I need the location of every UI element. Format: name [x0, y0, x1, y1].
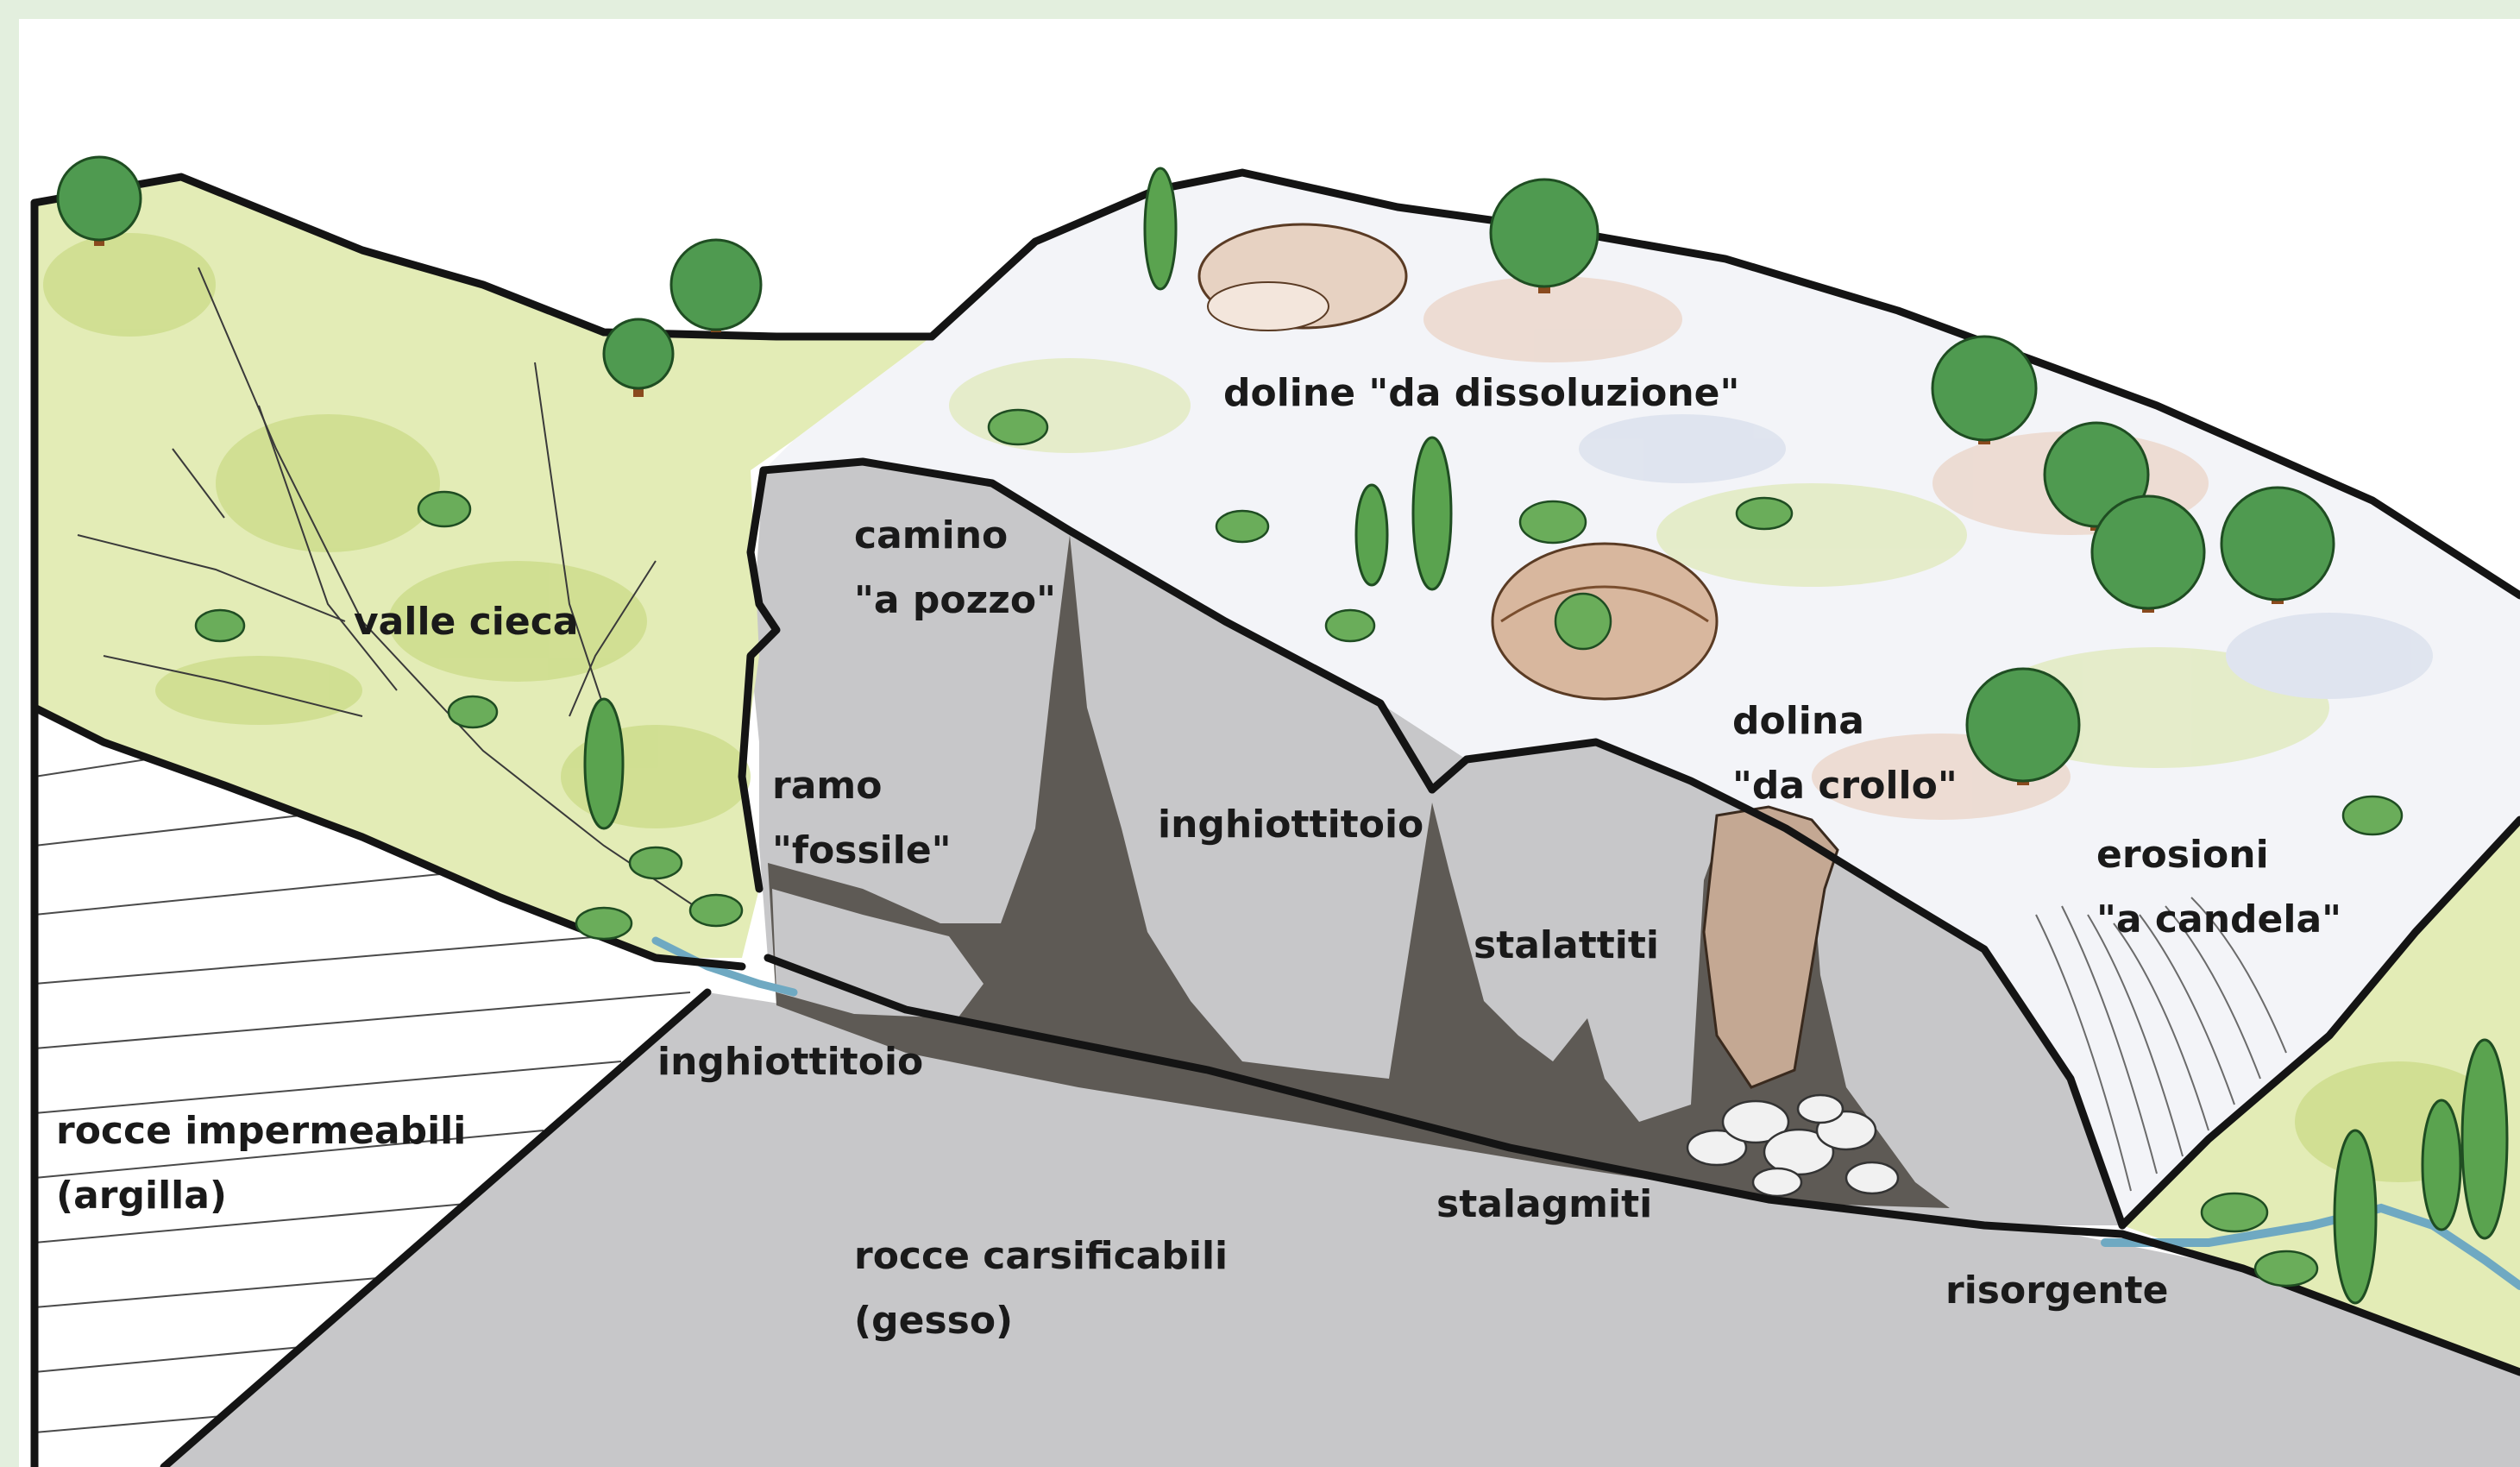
cypress — [1413, 438, 1451, 589]
cypress — [585, 699, 623, 828]
label-ramo-line2: "fossile" — [772, 828, 952, 872]
label-erosioni-line2: "a candela" — [2096, 897, 2341, 941]
label-rocce-carsificabili-line1: rocce carsificabili — [854, 1234, 1228, 1278]
label-dolina-line1: dolina — [1732, 699, 1864, 743]
cypress — [2335, 1130, 2376, 1303]
label-camino-line2: "a pozzo" — [854, 578, 1056, 622]
label-risorgente: risorgente — [1945, 1269, 2168, 1313]
label-doline-dissoluzione: doline "da dissoluzione" — [1223, 371, 1739, 415]
label-inghiottitoio-entry: inghiottitoio — [657, 1040, 923, 1084]
cypress — [2423, 1100, 2460, 1230]
label-rocce-impermeabili-line2: (argilla) — [56, 1174, 227, 1218]
label-stalagmiti: stalagmiti — [1436, 1182, 1652, 1226]
label-rocce-carsificabili-line2: (gesso) — [854, 1299, 1013, 1343]
cypress — [2462, 1040, 2507, 1238]
cypress — [1356, 485, 1387, 585]
label-inghiottitoio-cave: inghiottitoio — [1158, 803, 1423, 847]
label-erosioni-line1: erosioni — [2096, 833, 2269, 877]
label-valle-cieca: valle cieca — [354, 600, 578, 644]
label-dolina-line2: "da crollo" — [1732, 764, 1958, 808]
cypress — [1145, 168, 1176, 289]
label-rocce-impermeabili-line1: rocce impermeabili — [56, 1109, 466, 1153]
label-camino-line1: camino — [854, 513, 1008, 557]
label-ramo-line1: ramo — [772, 764, 882, 808]
label-stalattiti: stalattiti — [1474, 923, 1659, 967]
tree — [671, 240, 761, 332]
